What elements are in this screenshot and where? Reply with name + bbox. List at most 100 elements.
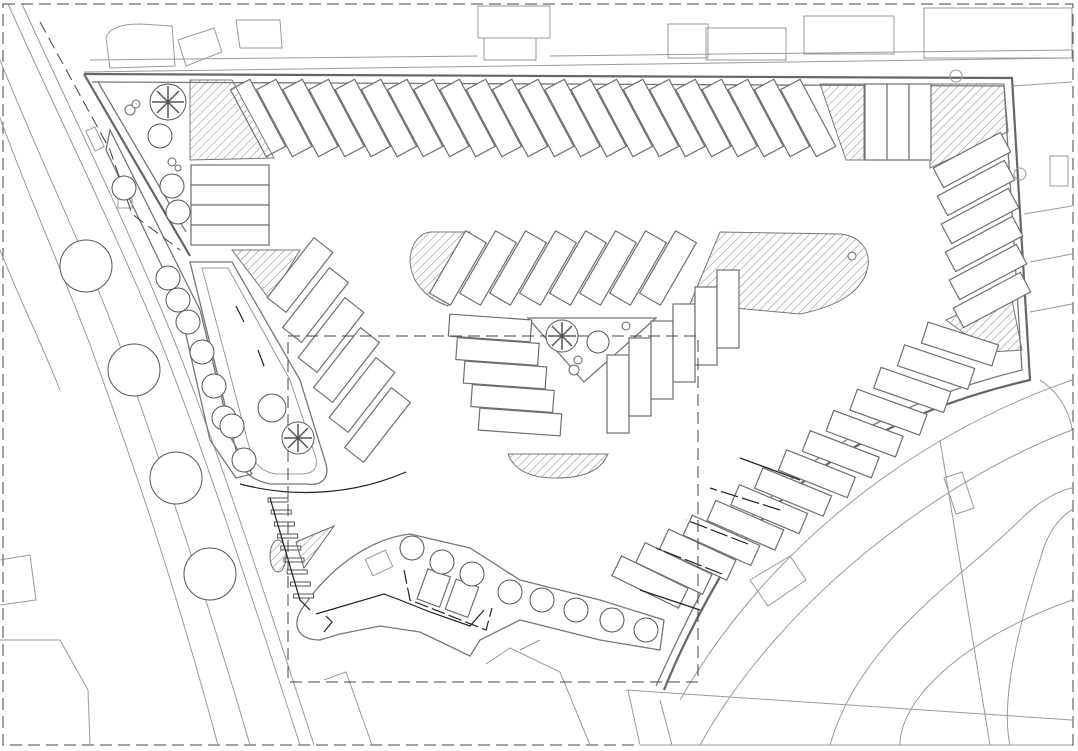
crossing-stripe <box>286 569 308 575</box>
parking-stall <box>447 313 533 343</box>
parking-stall <box>779 78 837 158</box>
parking-stall <box>190 224 270 246</box>
crossing-stripe <box>293 593 315 599</box>
tree <box>399 535 425 561</box>
parking-stall <box>650 320 674 400</box>
parking-stall <box>628 337 652 417</box>
tree <box>165 287 191 313</box>
parking-stall <box>491 78 549 158</box>
parking-stall <box>328 356 396 434</box>
parking-stall <box>190 204 270 226</box>
hatched-area-nw <box>189 79 275 161</box>
parking-row-east <box>932 131 1032 329</box>
tree <box>529 587 555 613</box>
parking-row-west-perpendicular <box>190 164 270 246</box>
parking-stall <box>682 514 761 567</box>
pedestrian-crossing <box>267 497 336 611</box>
parking-stall <box>694 286 718 366</box>
parking-stall <box>608 230 668 306</box>
parking-stall <box>753 467 833 518</box>
parking-stall <box>312 326 381 404</box>
parking-stall <box>730 483 809 535</box>
parking-stall <box>634 541 713 596</box>
parking-stall <box>753 78 811 158</box>
crossing-stripe <box>289 581 311 587</box>
parking-stall <box>281 266 350 344</box>
tree <box>563 597 589 623</box>
tree <box>633 617 659 643</box>
tree <box>155 265 181 291</box>
parking-stall <box>413 78 470 158</box>
parking-stall <box>548 230 608 306</box>
parking-stall <box>458 230 518 306</box>
parking-stall <box>578 230 638 306</box>
tree <box>165 199 191 225</box>
parking-stall <box>439 78 496 158</box>
parking-stall <box>701 78 758 158</box>
tree <box>147 123 173 149</box>
hatched-area-ne1 <box>819 83 865 161</box>
parking-stall <box>886 83 910 161</box>
parking-stall <box>648 78 706 158</box>
tree <box>183 547 237 601</box>
crossing-stripe <box>270 509 292 515</box>
tree <box>497 579 523 605</box>
parking-stall <box>849 388 928 436</box>
tree <box>189 339 215 365</box>
parking-stall <box>596 78 654 158</box>
trees-roadside <box>59 239 237 601</box>
tree <box>459 561 485 587</box>
tree <box>159 173 185 199</box>
parking-row-island-top <box>428 230 698 306</box>
parking-stall <box>190 184 270 206</box>
parking-stall <box>488 230 548 306</box>
surrounding-buildings <box>0 5 1073 746</box>
parking-stall <box>470 384 555 413</box>
crossing-stripe <box>267 497 289 503</box>
parking-stall <box>343 386 412 464</box>
trees-planting <box>111 123 659 643</box>
parking-stall <box>465 78 523 158</box>
parking-stall <box>706 499 785 551</box>
trees-feature <box>124 83 857 455</box>
parking-stall <box>428 230 488 306</box>
parking-row-island-right <box>606 269 740 434</box>
parking-stall <box>801 429 881 479</box>
parking-stall <box>622 78 680 158</box>
parking-stall <box>308 78 365 158</box>
parking-stall <box>334 78 392 158</box>
parking-stall <box>544 78 601 158</box>
parking-stall <box>282 78 339 158</box>
parking-stall <box>518 230 578 306</box>
parking-stall <box>936 159 1016 217</box>
parking-stall <box>864 83 888 161</box>
parking-stall <box>570 78 627 158</box>
sheet-border <box>2 3 1074 746</box>
parking-stall <box>672 303 696 383</box>
parking-stall <box>896 344 976 391</box>
southeast-curb-lines <box>639 457 801 611</box>
tree <box>149 451 203 505</box>
tree <box>59 239 113 293</box>
parking-stall <box>477 407 563 437</box>
parking-stall <box>920 321 1000 367</box>
parking-stall <box>638 230 698 306</box>
parking-row-island-left <box>447 313 563 437</box>
parking-stall <box>255 78 313 158</box>
tree <box>111 175 137 201</box>
parking-stall <box>297 296 365 374</box>
parking-stall <box>948 243 1028 301</box>
parking-stall <box>658 528 737 581</box>
tree <box>175 309 201 335</box>
parking-stall <box>462 360 548 390</box>
parking-stall <box>455 337 540 366</box>
parking-stall <box>932 131 1012 189</box>
project-extent-dashed <box>287 335 699 683</box>
parking-stall <box>908 83 932 161</box>
south-planter <box>296 533 665 657</box>
parking-stall <box>872 366 952 414</box>
crossing-stripe <box>273 521 295 527</box>
tree <box>201 373 227 399</box>
tree <box>599 607 625 633</box>
